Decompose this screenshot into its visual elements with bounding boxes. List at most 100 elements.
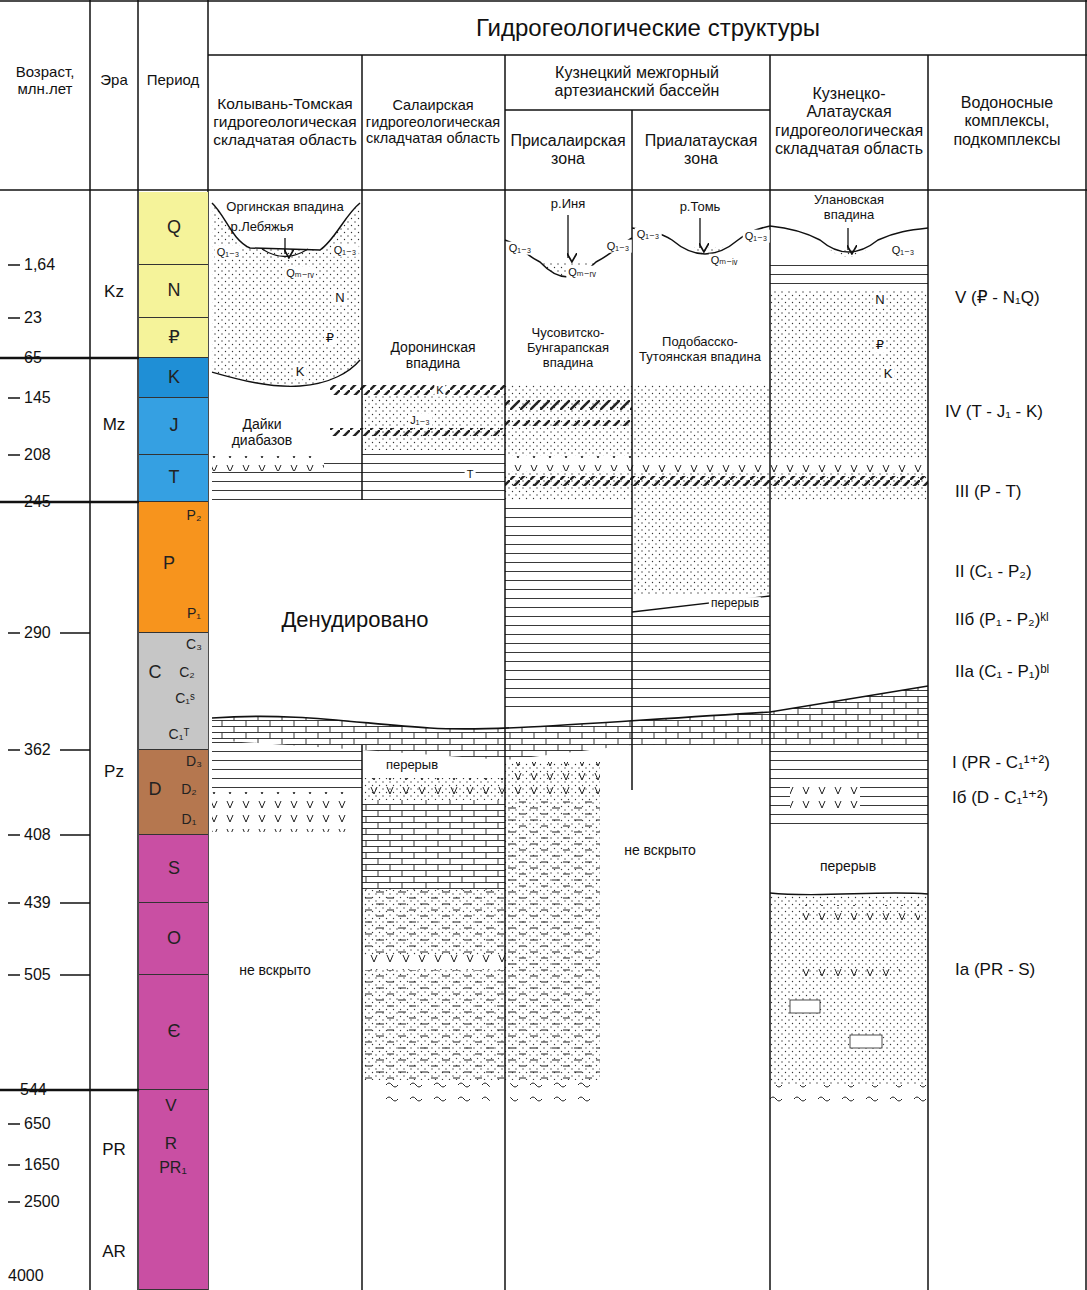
map-label: Q₁₋₃ [635,228,662,241]
period-symbol: J [170,416,179,436]
column-header: Кузнецкий межгорный артезианский бассейн [509,64,765,101]
map-label: N [333,291,346,306]
column-header: Приалатауская зона [635,132,767,169]
period-symbol: ₽ [168,328,179,348]
period-symbol: S [168,859,180,879]
period-symbol: D₁ [182,812,197,827]
age-label: 1,64 [24,256,55,274]
map-label: N [873,293,886,308]
column-header: Гидрогеологические структуры [476,14,820,42]
map-label: Оргинская впадина [226,200,343,215]
map-label: Q₁₋₃ [605,240,632,253]
column-header: Колывань-Томская гидрогеологическая скла… [212,95,358,148]
aquifer-complex-label: Iа (PR - S) [955,960,1035,980]
age-label: 145 [24,389,51,407]
age-label: 1650 [24,1156,60,1174]
map-label: р.Лебяжья [230,220,293,235]
period-band: N [139,265,208,318]
age-label: 505 [24,966,51,984]
period-symbol: P [163,554,175,574]
period-band: J [139,398,208,455]
period-band: T [139,455,208,502]
map-label: Q₁₋₃ [332,244,359,257]
map-label: Q₁₋₃ [890,244,917,257]
column-header: Присалаирская зона [508,132,628,169]
period-symbol: K [168,368,180,388]
aquifer-complex-label: IIб (P₁ - P₂)ᵏˡ [955,610,1049,630]
map-label: Улановская впадина [794,193,904,223]
map-label: не вскрыто [624,842,696,858]
period-symbol: Q [167,218,181,238]
period-band: Є [139,975,208,1090]
period-band: K [139,358,208,398]
period-symbol: C₃ [186,637,202,652]
map-label: Qₘ₋ᵣᵥ [566,266,597,279]
map-label: Qₘ₋ᵢᵥ [709,254,739,267]
map-label: Q₁₋₃ [507,242,534,255]
map-label: T [465,468,476,481]
aquifer-complex-label: III (P - T) [955,482,1021,502]
age-label: 2500 [24,1193,60,1211]
era-label: PR [102,1140,126,1160]
map-label: Q₁₋₃ [215,246,242,259]
era-label: Kz [104,282,124,302]
period-symbol: O [167,929,181,949]
era-label: AR [102,1242,126,1262]
aquifer-complex-label: V (₽ - N₁Q) [955,288,1040,308]
period-band: Q [139,192,208,265]
map-label: J₁₋₃ [408,414,432,427]
era-label: Pz [104,762,124,782]
map-label: K [294,365,307,380]
period-symbol: P₁ [187,606,201,621]
map-label: Денудировано [281,607,428,632]
aquifer-complex-label: IIа (C₁ - P₁)ᵇˡ [955,662,1049,682]
aquifer-complex-label: IV (T - J₁ - K) [945,402,1043,422]
column-header: Салаирская гидрогеологическая складчатая… [365,97,501,147]
map-label: Чусовитско-Бунгарапская впадина [507,326,629,371]
aquifer-complex-label: II (C₁ - P₂) [955,562,1032,582]
age-label: 439 [24,894,51,912]
period-band: D₃DD₂D₁ [139,750,208,835]
period-band: VR PR₁ [139,1090,208,1290]
period-symbol: PR₁ [159,1159,187,1177]
period-symbol: C₁ˢ [175,691,195,706]
map-label: перерыв [386,758,438,773]
age-label: 362 [24,741,51,759]
map-label: Дайки диабазов [212,416,312,448]
map-label: перерыв [709,597,761,611]
age-label: 544 [20,1081,47,1099]
map-label: K [882,367,895,382]
map-label: Qₘ₋ᵣᵥ [284,267,315,280]
age-label: 290 [24,624,51,642]
age-label: 650 [24,1115,51,1133]
period-symbol: V [165,1097,176,1116]
age-label: 408 [24,826,51,844]
aquifer-complex-label: Iб (D - C₁¹⁺²) [952,788,1048,808]
column-header: Эра [100,71,127,88]
period-band: O [139,903,208,975]
period-band: S [139,835,208,903]
period-symbol: N [168,281,181,301]
map-label: K [434,384,445,397]
period-band: P₂ P P₁ [139,502,208,633]
age-label: 65 [24,349,42,367]
period-symbol: C [149,663,162,683]
period-symbol: D₂ [181,782,197,797]
period-symbol: R [165,1135,177,1154]
map-label: Доронинская впадина [368,339,498,371]
period-symbol: T [169,468,180,488]
aquifer-complex-label: I (PR - C₁¹⁺²) [952,753,1050,773]
column-header: Водоносные комплексы, подкомплексы [931,94,1083,149]
period-symbol: P₂ [187,508,202,523]
period-symbol: C₂ [179,665,195,680]
age-label: 4000 [8,1267,44,1285]
age-label: 208 [24,446,51,464]
period-symbol: C₁ᵀ [169,727,190,742]
map-label: ₽ [874,338,886,353]
period-symbol: D [149,780,162,800]
map-label: не вскрыто [239,962,311,978]
period-symbol: Є [168,1022,181,1042]
map-label: ₽ [324,331,336,346]
column-header: Кузнецко-Алатауская гидрогеологическая с… [773,85,925,159]
